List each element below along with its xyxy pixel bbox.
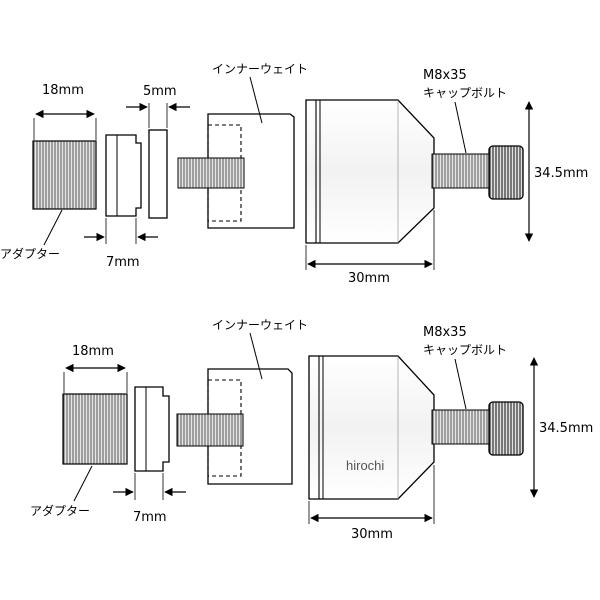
bolt-head bbox=[488, 145, 524, 200]
dim-spacer: 5mm bbox=[143, 84, 177, 99]
spacer bbox=[148, 129, 168, 219]
bolt-thread bbox=[431, 409, 492, 445]
dim-adapter-thread: 18mm bbox=[72, 344, 114, 359]
dim-weight-diameter: 34.5mm bbox=[534, 166, 588, 181]
adapter-thread bbox=[32, 140, 97, 210]
adapter-collar bbox=[134, 386, 170, 472]
label-adapter: アダプター bbox=[0, 246, 60, 261]
dim-adapter-thread: 18mm bbox=[42, 83, 84, 98]
label-inner-weight: インナーウェイト bbox=[212, 318, 308, 332]
dim-weight-length: 30mm bbox=[348, 271, 390, 286]
dim-collar: 7mm bbox=[106, 255, 140, 270]
diagram-top: 18mm 5mm 7mm 30mm 34.5mm インナーウェイト M8x35 … bbox=[0, 62, 588, 286]
adapter-thread bbox=[62, 393, 128, 465]
label-adapter: アダプター bbox=[30, 503, 90, 518]
label-bolt-name: キャップボルト bbox=[423, 343, 507, 357]
adapter-collar bbox=[105, 134, 142, 217]
diagram-bottom: hirochi 18mm 7mm 30mm 34.5mm インナーウェイト M8… bbox=[30, 318, 593, 542]
bolt-head bbox=[488, 401, 524, 456]
label-bolt-size: M8x35 bbox=[423, 325, 467, 340]
label-bolt-name: キャップボルト bbox=[423, 86, 507, 100]
dim-weight-length: 30mm bbox=[351, 527, 393, 542]
inner-stud bbox=[176, 413, 244, 447]
weight-body bbox=[305, 99, 435, 244]
inner-stud bbox=[177, 157, 245, 189]
weight-body bbox=[308, 355, 435, 500]
dim-collar: 7mm bbox=[133, 510, 167, 525]
label-bolt-size: M8x35 bbox=[423, 68, 467, 83]
watermark: hirochi bbox=[346, 458, 384, 473]
inner-weight bbox=[207, 368, 293, 485]
inner-weight bbox=[207, 113, 295, 229]
dim-weight-diameter: 34.5mm bbox=[539, 421, 593, 436]
label-inner-weight: インナーウェイト bbox=[212, 62, 308, 76]
bolt-thread bbox=[431, 153, 492, 189]
